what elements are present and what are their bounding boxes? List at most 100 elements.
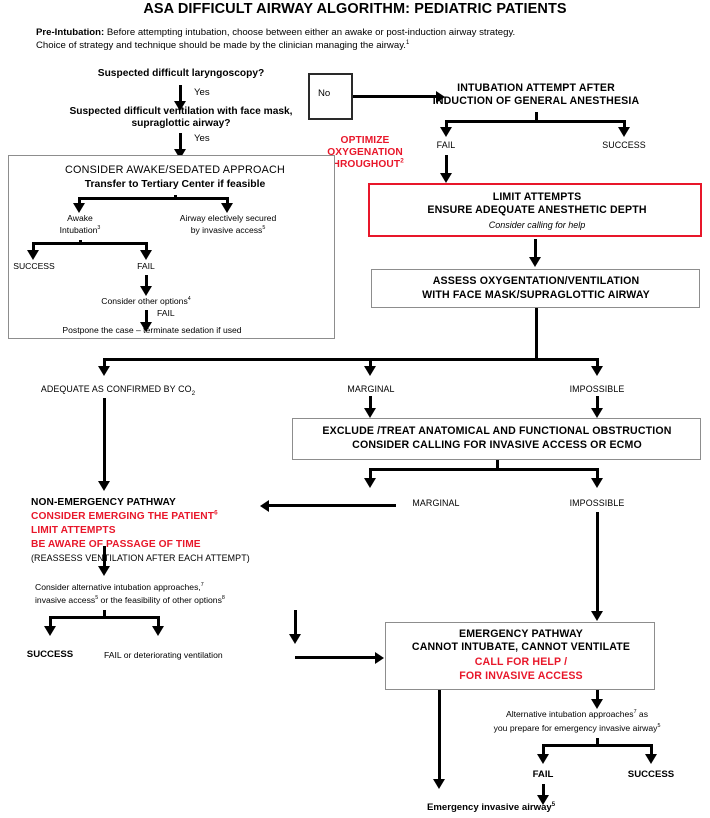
arrowhead-branch1-marginal: [364, 366, 376, 376]
connector-branch1-impossible: [596, 358, 599, 368]
question-difficult-ventilation-l2: supraglottic airway?: [131, 118, 231, 129]
page-title: ASA DIFFICULT AIRWAY ALGORITHM: PEDIATRI…: [143, 1, 567, 17]
arrowhead-awake-success: [27, 250, 39, 260]
invasive-ref-5: 5: [551, 801, 556, 808]
label-fail-2: FAIL: [157, 308, 175, 318]
label-branch2-impossible: IMPOSSIBLE: [569, 498, 625, 508]
label-branch2-marginal: MARGINAL: [412, 498, 460, 508]
connector-awake-sub-bus: [32, 242, 147, 245]
arrowhead-emergency-success: [645, 754, 657, 764]
arrowhead-alt-success: [44, 626, 56, 636]
elective-invasive-l1: Airway electively secured: [179, 213, 277, 223]
emergency-alt-l1: Alternative intubation approaches7 as: [506, 709, 648, 719]
arrowhead-emergency-to-alt: [591, 699, 603, 709]
connector-mid-down: [294, 610, 297, 638]
arrowhead-otheropts-to-postpone: [140, 322, 152, 332]
label-q1-yes: Yes: [194, 87, 210, 98]
arrowhead-fail-to-otheropts: [140, 286, 152, 296]
limit-attempts-line1: LIMIT ATTEMPTS: [492, 191, 582, 203]
exclude-treat-box: EXCLUDE /TREAT ANATOMICAL AND FUNCTIONAL…: [292, 418, 701, 460]
arrowhead-fail-to-emergency: [375, 652, 384, 664]
nonemergency-title: NON-EMERGENCY PATHWAY: [31, 497, 176, 508]
intro-line2: Choice of strategy and technique should …: [36, 39, 406, 51]
arrowhead-impossible-to-exclude: [591, 408, 603, 418]
co2-subscript: 2: [191, 389, 196, 397]
nonemergency-alt-l1: Consider alternative intubation approach…: [35, 582, 204, 592]
label-induction-success: SUCCESS: [602, 140, 646, 150]
emergency-red1: CALL FOR HELP /: [474, 656, 568, 668]
connector-impossible-to-emergency: [596, 512, 599, 614]
arrowhead-branch2-marginal: [364, 478, 376, 488]
alt-ref-5: 5: [95, 595, 99, 602]
connector-branch1-marginal: [369, 358, 372, 368]
connector-adequate-long-down: [103, 398, 106, 484]
arrowhead-branch1-adequate: [98, 366, 110, 376]
induction-line2: INDUCTION OF GENERAL ANESTHESIA: [432, 95, 640, 107]
arrowhead-branch1-impossible: [591, 366, 603, 376]
limit-attempts-line3: Consider calling for help: [488, 220, 586, 230]
nonemergency-reassess: (REASSESS VENTILATION AFTER EACH ATTEMPT…: [31, 553, 250, 563]
label-no: No: [318, 88, 331, 99]
intro-paragraph: Pre-Intubation: Before attempting intuba…: [36, 27, 676, 53]
nonemergency-red3: BE AWARE OF PASSAGE OF TIME: [31, 539, 201, 550]
arrowhead-impossible-to-emergency: [591, 611, 603, 621]
emergency-alt-l2: you prepare for emergency invasive airwa…: [493, 723, 661, 733]
nonemergency-red2: LIMIT ATTEMPTS: [31, 525, 116, 536]
emergency-alt-ref-7: 7: [633, 709, 637, 716]
arrowhead-induction-success: [618, 127, 630, 137]
emergency-line2: CANNOT INTUBATE, CANNOT VENTILATE: [411, 641, 631, 653]
emergency-red2: FOR INVASIVE ACCESS: [459, 670, 583, 682]
connector-exclude-stem: [496, 460, 499, 470]
connector-otheropts-to-postpone: [145, 310, 148, 326]
intro-label: Pre-Intubation:: [36, 27, 105, 38]
connector-induction-stem: [535, 112, 538, 122]
label-branch1-impossible: IMPOSSIBLE: [569, 384, 625, 394]
connector-induction-fail: [445, 120, 448, 129]
elective-ref-5: 5: [262, 225, 266, 232]
label-adequate-co2: ADEQUATE AS CONFIRMED BY CO2: [40, 384, 196, 397]
elective-invasive-l2: by invasive access5: [190, 225, 266, 235]
alt-ref-8: 8: [221, 595, 225, 602]
connector-assess-down: [535, 308, 538, 360]
connector-fail-to-otheropts: [145, 275, 148, 289]
no-bracket-box: [308, 73, 353, 120]
arrowhead-marginal-to-nonemergency: [260, 500, 269, 512]
arrowhead-nonemergency-down: [98, 566, 110, 576]
label-emergency-fail: FAIL: [532, 769, 554, 780]
limit-attempts-box: LIMIT ATTEMPTS ENSURE ADEQUATE ANESTHETI…: [368, 183, 702, 237]
connector-awake-bus: [78, 197, 228, 200]
optimize-oxygenation-l2: OXYGENATION: [327, 147, 403, 158]
connector-limit-to-assess: [534, 239, 537, 261]
awake-panel-header1: CONSIDER AWAKE/SEDATED APPROACH: [65, 164, 285, 176]
connector-q2-awakebox: [179, 133, 182, 151]
connector-alt-success: [49, 616, 52, 628]
connector-emergency-to-alt: [596, 690, 599, 702]
connector-branch2-impossible: [596, 468, 599, 480]
emergency-line1: EMERGENCY PATHWAY: [458, 628, 584, 640]
exclude-line1: EXCLUDE /TREAT ANATOMICAL AND FUNCTIONAL…: [322, 425, 672, 437]
optimize-oxygenation-l1: OPTIMIZE: [340, 135, 390, 146]
label-emergency-invasive-airway: Emergency invasive airway5: [426, 801, 556, 813]
arrowhead-emergency-fail-down: [537, 795, 549, 805]
nonemergency-alt-l2: invasive access5 or the feasibility of o…: [35, 595, 225, 605]
connector-awake-fail: [145, 242, 148, 252]
nonemergency-red1: CONSIDER EMERGING THE PATIENT6: [31, 509, 218, 522]
awake-intubation-l2: Intubation3: [59, 225, 101, 235]
arrowhead-mid-down: [289, 634, 301, 644]
connector-emergency-alt-stem: [596, 738, 599, 746]
connector-emergency-to-invasive: [438, 690, 441, 783]
connector-branch1-adequate: [103, 358, 106, 368]
connector-alt-stem: [103, 610, 106, 618]
arrowhead-adequate-to-nonemergency: [98, 481, 110, 491]
label-induction-fail: FAIL: [436, 140, 456, 150]
connector-marginal-to-exclude: [369, 396, 372, 410]
connector-emergency-success: [650, 744, 653, 756]
connector-alt-bus: [49, 616, 159, 619]
connector-branch2-marginal: [369, 468, 372, 480]
awake-intubation-l1: Awake: [67, 213, 93, 223]
alt-ref-7: 7: [200, 582, 204, 589]
arrowhead-q2-awakebox: [174, 149, 186, 159]
connector-awake-left: [78, 197, 81, 205]
intro-ref-1: 1: [405, 39, 410, 46]
